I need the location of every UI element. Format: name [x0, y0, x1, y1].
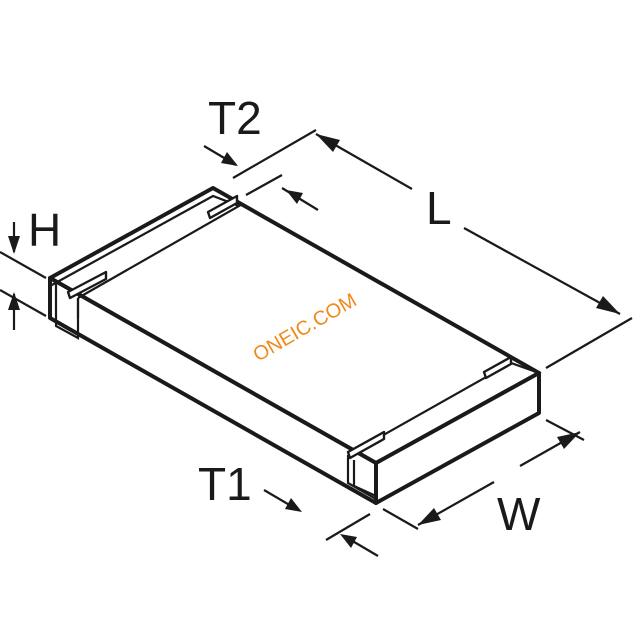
t2-label: T2: [208, 92, 262, 144]
terminal-right-top-edge: [347, 361, 542, 464]
terminal-left-tab: [66, 270, 108, 300]
length-extension-line-front: [545, 317, 633, 369]
terminal-left-wrap: [54, 284, 80, 340]
height-arrow-top: [8, 236, 20, 254]
height-extension-line-top: [0, 251, 47, 279]
width-extension-line-right: [545, 419, 585, 441]
terminal-left-tab-end: [206, 194, 239, 220]
dimension-length: L: [232, 129, 633, 369]
width-arrow-left: [418, 508, 441, 525]
t2-arrow-left: [221, 152, 238, 166]
t2-arrow-right: [286, 190, 303, 204]
terminal-right: [346, 355, 542, 500]
height-label: H: [28, 204, 61, 256]
t1-arrow-bottom: [340, 534, 357, 548]
width-label: W: [497, 488, 541, 540]
width-arrow-right: [557, 432, 580, 449]
dimension-t2: T2: [203, 92, 319, 211]
terminal-right-wrap: [346, 455, 377, 500]
t2-extension-line: [245, 174, 283, 196]
dimension-width: W: [382, 419, 585, 540]
t1-extension-line: [325, 513, 371, 541]
length-label: L: [426, 182, 452, 234]
terminal-left-bottom-edge: [49, 317, 79, 335]
dimension-height: H: [0, 204, 61, 330]
terminal-left: [49, 194, 242, 340]
length-arrow-front: [596, 296, 620, 314]
length-extension-line-back: [232, 129, 317, 179]
terminal-right-inner: [352, 460, 377, 498]
width-extension-line-bottom: [382, 508, 419, 530]
length-arrow-back: [316, 134, 340, 152]
length-dimension-line-b: [463, 227, 621, 315]
height-arrow-bottom: [8, 292, 20, 310]
dimension-t1: T1: [198, 458, 379, 557]
height-extension-line-bottom: [0, 289, 47, 317]
t1-arrow-top: [285, 498, 302, 512]
terminal-right-tab: [346, 430, 386, 460]
t1-label: T1: [198, 458, 252, 510]
terminal-right-tab-end: [482, 355, 513, 380]
